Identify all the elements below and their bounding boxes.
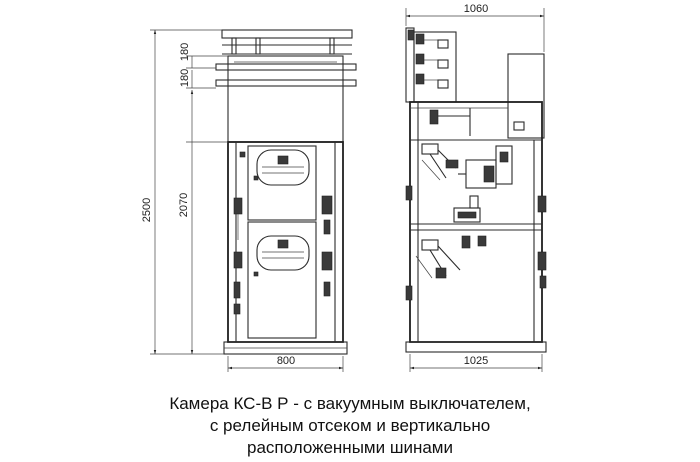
dim-front-width: 800 — [277, 355, 295, 367]
dim-side-depth-bottom: 1025 — [464, 355, 488, 367]
dim-front-height-lower: 2070 — [178, 193, 190, 217]
side-view — [405, 27, 547, 353]
dim-front-top-b: 180 — [179, 69, 191, 87]
caption-line-1: Камера КС-В Р - с вакуумным выключателем… — [169, 394, 531, 413]
dim-side-depth-top: 1060 — [464, 3, 488, 15]
dim-front-height-total: 2500 — [141, 198, 153, 222]
caption-line-3: расположенными шинами — [247, 438, 453, 457]
front-dimensions: 2500 2070 180 180 800 — [141, 29, 344, 372]
side-dimensions: 1060 1025 — [405, 3, 545, 372]
front-view — [215, 29, 357, 355]
dim-front-top-a: 180 — [179, 43, 191, 61]
caption-line-2: с релейным отсеком и вертикально — [209, 416, 491, 435]
